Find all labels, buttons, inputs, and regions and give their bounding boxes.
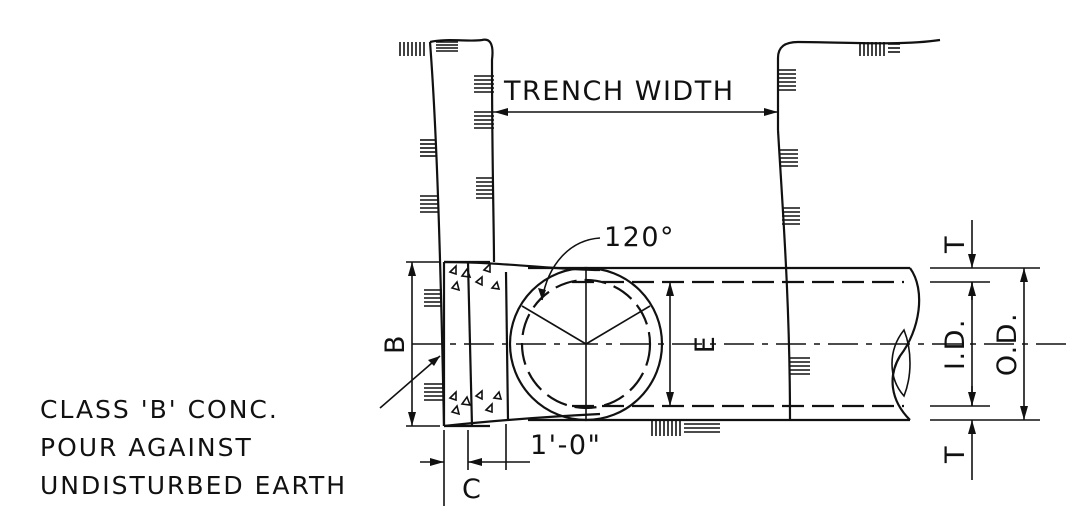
concrete-cradle (442, 260, 601, 428)
outside-diameter-label: O.D. (992, 312, 1023, 376)
trench-left-wall (428, 38, 496, 427)
one-foot-label: 1'-0" (530, 430, 601, 461)
concrete-note-line3: UNDISTURBED EARTH (40, 471, 347, 500)
earth-hatching (399, 41, 900, 436)
trench-width-label: TRENCH WIDTH (503, 76, 735, 107)
thickness-bottom-label: T (940, 445, 971, 464)
concrete-note-line1: CLASS 'B' CONC. (40, 395, 279, 424)
inside-diameter-label: I.D. (940, 318, 971, 370)
trench-right-wall (776, 38, 941, 421)
thickness-top-label: T (940, 235, 971, 254)
dimension-e-label: E (690, 335, 721, 354)
dimension-b-label: B (380, 334, 411, 354)
dimension-c-label: C (462, 474, 482, 505)
angle-label: 120° (604, 222, 675, 253)
pipe-side-view (528, 266, 921, 422)
concrete-note-line2: POUR AGAINST (40, 433, 253, 462)
dimension-lines (379, 108, 1040, 506)
